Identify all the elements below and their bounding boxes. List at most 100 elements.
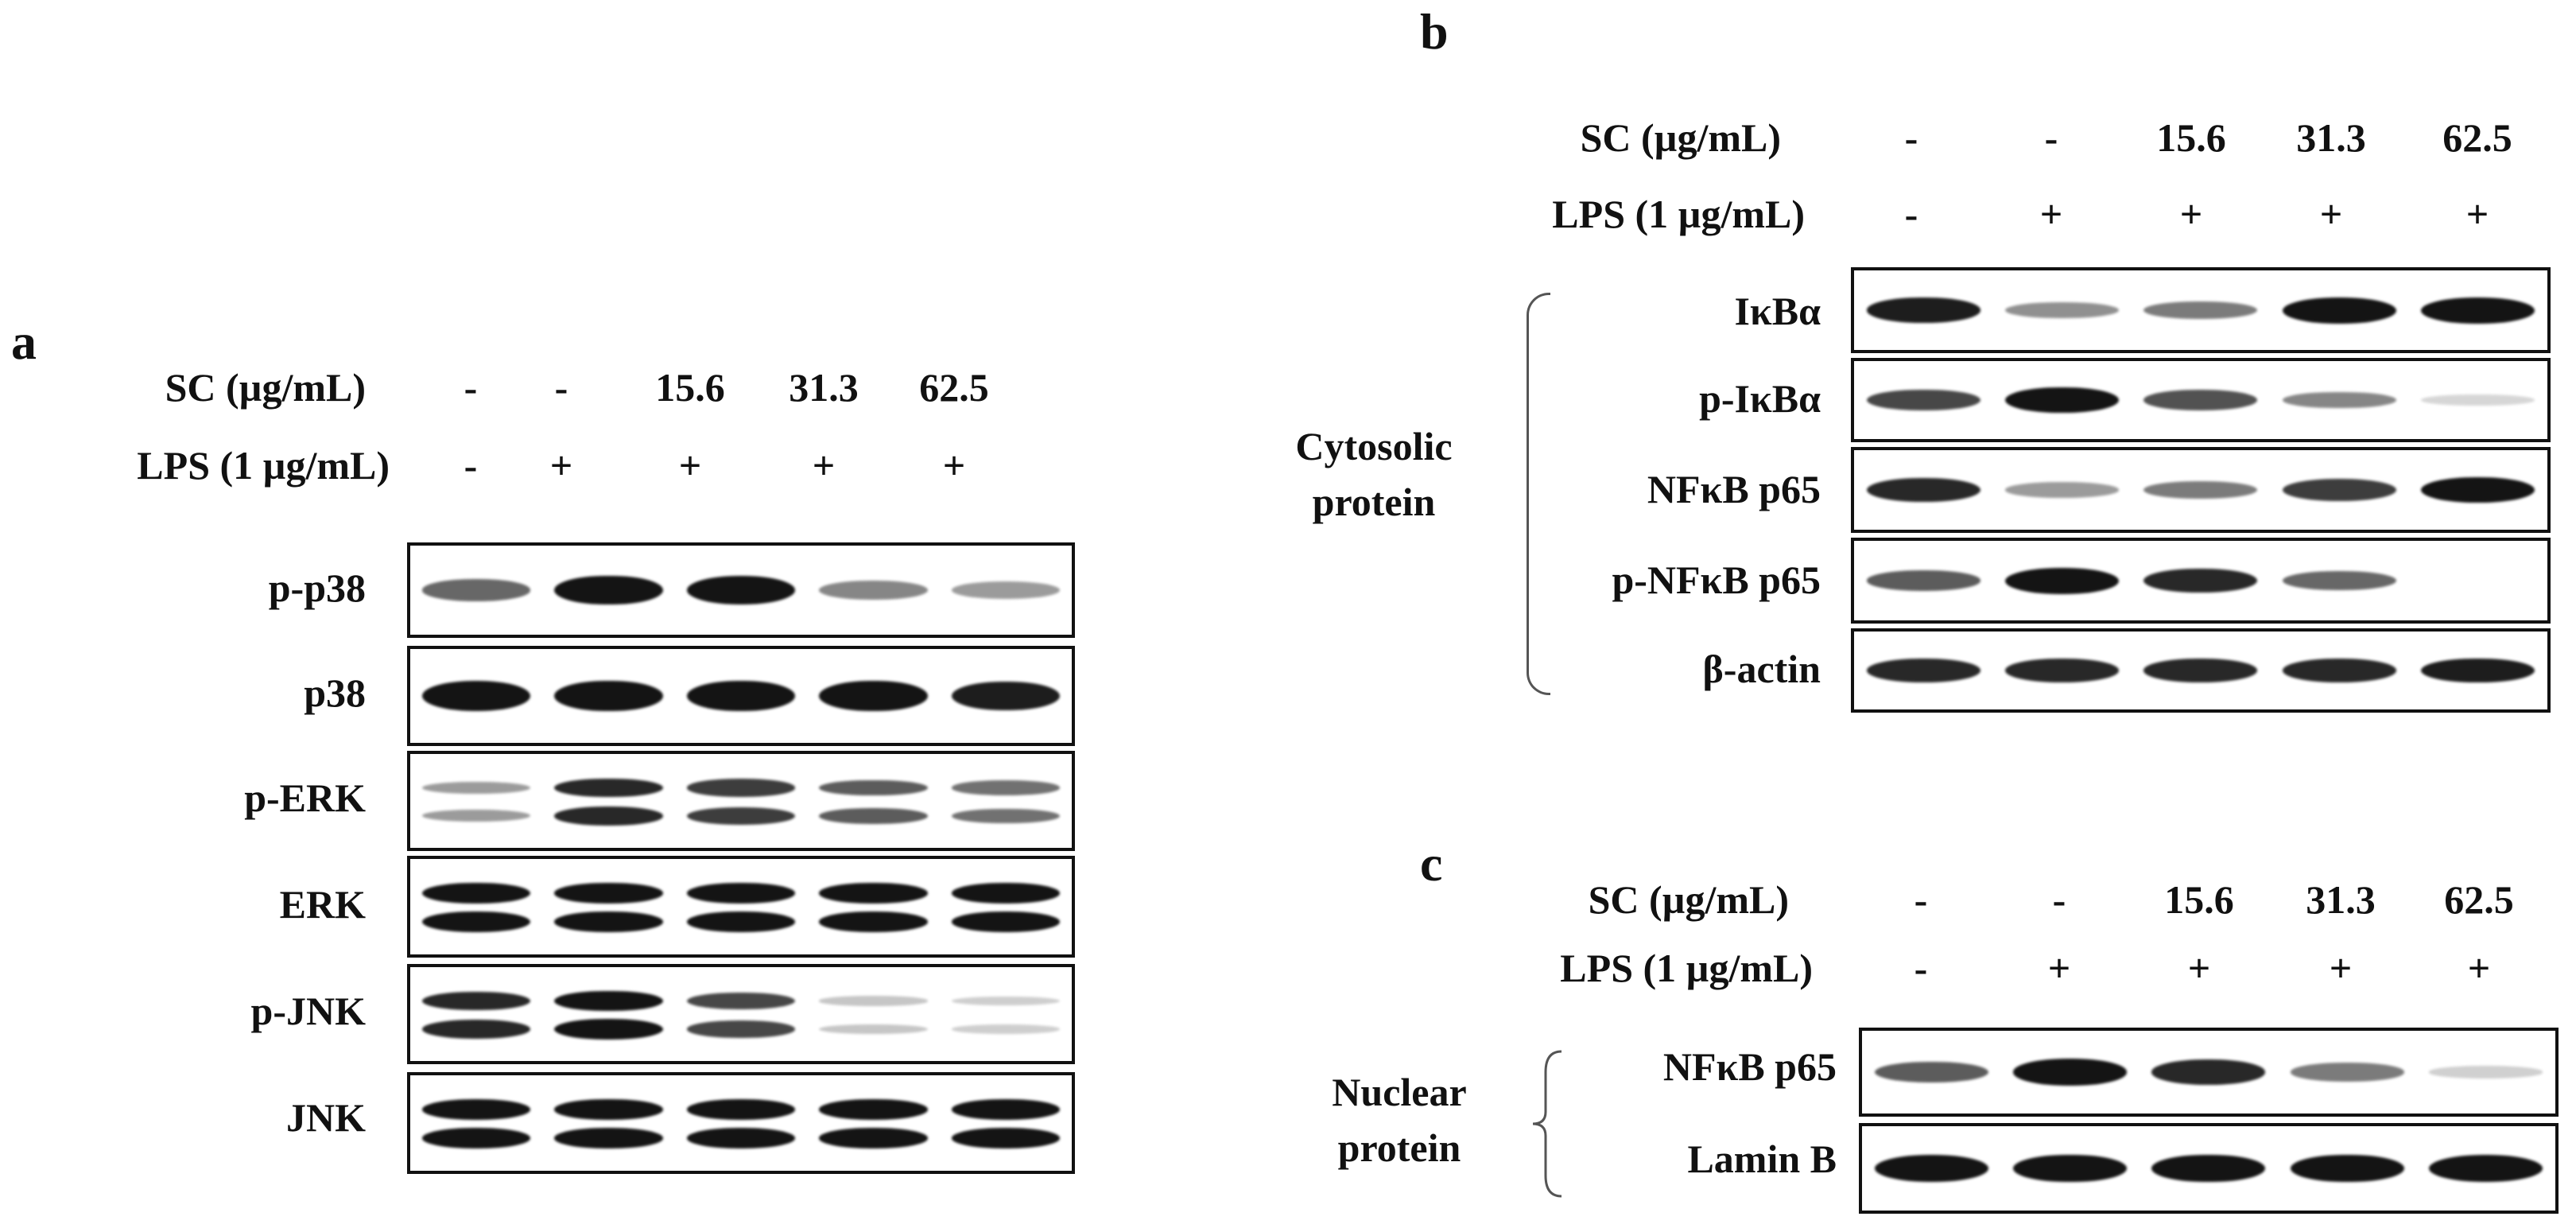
blot-band [819,996,928,1006]
panel-a-lps-label: LPS (1 µg/mL) [137,443,390,488]
blot-band [2290,1063,2404,1082]
blot-band [1866,570,1980,591]
panel-c-sc-value: 31.3 [2306,877,2376,922]
panel-b-lps-value: + [2039,192,2063,236]
panel-a-lps-value: + [678,443,702,488]
blot-band [554,1099,663,1120]
panel-b-lps-value: + [2179,192,2203,236]
blot-band [951,780,1060,795]
panel-a-lps-value: - [464,443,478,488]
panel-c-lps-value: + [2467,946,2491,990]
blot-band [686,883,796,904]
blot-band [2282,570,2396,591]
blot-band [1874,1155,1988,1182]
blot-band [421,810,531,822]
blot-band [1866,477,1980,503]
panel-letter-c: c [1420,835,1443,892]
panel-b-lps-label: LPS (1 µg/mL) [1552,192,1805,236]
blot-band [819,807,928,824]
blot-band [951,996,1060,1006]
blot-band [686,911,796,932]
blot-band [554,1128,663,1148]
group-label-nuclear: Nuclear [1332,1070,1467,1114]
blot-band [421,681,531,711]
panel-c-lps-value: + [2047,946,2071,990]
blot-band [554,778,663,798]
blot-strip-beta-actin [1851,628,2551,713]
blot-band [686,806,796,825]
blot-band [554,575,663,605]
blot-band [951,1024,1060,1034]
panel-b-sc-value: 62.5 [2442,115,2512,160]
panel-b-sc-value: 31.3 [2296,115,2366,160]
cytosolic-bracket [1527,293,1550,695]
blot-band [554,990,663,1012]
panel-a-lps-value: + [942,443,966,488]
blot-strip-p-ikba [1851,358,2551,442]
blot-band [2013,1059,2128,1086]
blot-band [421,883,531,904]
blot-band [2429,1066,2543,1078]
blot-label-p-nfkb-p65: p-NFκB p65 [1612,558,1821,602]
blot-band [819,581,928,600]
blot-band [421,991,531,1011]
panel-c-lps-label: LPS (1 µg/mL) [1560,946,1813,990]
blot-band [2143,301,2258,320]
panel-c-sc-label: SC (µg/mL) [1588,877,1789,922]
panel-a-lps-value: + [549,443,573,488]
blot-band [686,680,796,712]
blot-band [2151,1154,2266,1183]
blot-band [819,1128,928,1148]
blot-label-nfkb-p65: NFκB p65 [1647,467,1821,511]
blot-band [421,1128,531,1148]
blot-band [554,911,663,932]
blot-band [2143,659,2258,682]
blot-band [421,781,531,795]
blot-label-erk: ERK [279,882,366,927]
group-label-protein: protein [1337,1125,1461,1170]
blot-band [554,1018,663,1040]
blot-strip-nuclear-nfkb-p65 [1859,1028,2559,1117]
blot-strip-p-erk [407,751,1075,851]
blot-strip-p-p38 [407,542,1075,638]
nuclear-brace [1532,1050,1562,1198]
panel-c-lps-value: + [2329,946,2353,990]
blot-label-beta-actin: β-actin [1702,647,1821,691]
blot-band [951,581,1060,599]
panel-b-sc-value: - [1904,115,1918,160]
panel-letter-a: a [11,313,37,370]
blot-band [819,1099,928,1120]
panel-b-sc-label: SC (µg/mL) [1580,115,1781,160]
blot-strip-ikba [1851,267,2551,353]
panel-a-lps-value: + [812,443,836,488]
blot-strip-erk [407,856,1075,958]
panel-a-sc-value: 15.6 [655,365,725,410]
panel-b-sc-value: - [2044,115,2058,160]
blot-band [951,681,1060,711]
blot-band [2005,387,2120,414]
blot-band [554,883,663,904]
blot-band [2005,567,2120,594]
blot-band [2290,1154,2404,1183]
panel-b-lps-value: + [2319,192,2343,236]
blot-band [819,680,928,712]
panel-c-lps-value: - [1914,946,1928,990]
panel-a-sc-value: - [464,365,478,410]
blot-band [2143,568,2258,593]
blot-band [1866,297,1980,323]
blot-strip-p38 [407,646,1075,746]
blot-band [2421,297,2535,324]
blot-band [686,1020,796,1038]
blot-band [421,1020,531,1039]
blot-band [951,911,1060,932]
panel-b-lps-value: + [2465,192,2489,236]
blot-band [2282,478,2396,502]
blot-band [421,911,531,933]
blot-label-ikba: IκBα [1734,289,1821,333]
blot-band [951,1099,1060,1120]
blot-strip-jnk [407,1072,1075,1174]
panel-a-sc-value: - [554,365,568,410]
blot-band [2005,659,2120,682]
blot-band [1866,389,1980,411]
blot-band [2005,301,2120,319]
